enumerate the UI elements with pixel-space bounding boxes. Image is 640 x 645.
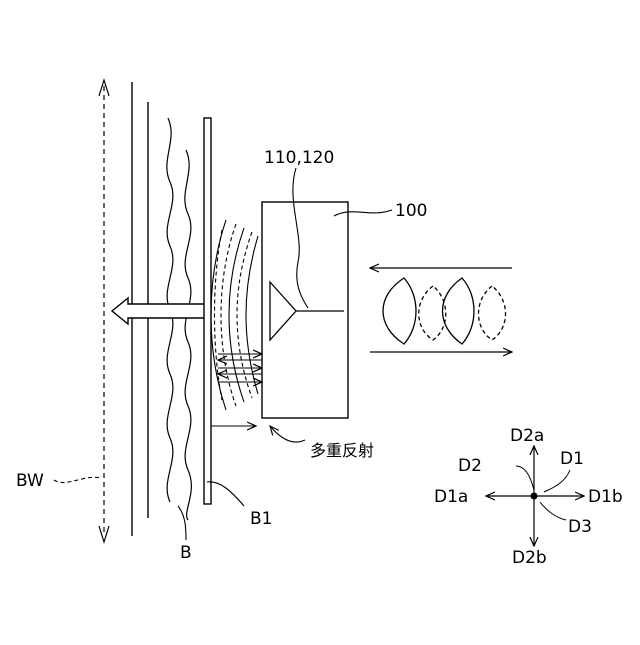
label-device: 100 [395, 201, 427, 221]
axis-label-d1b: D1b [588, 487, 623, 507]
axis-label-d2a: D2a [510, 426, 544, 446]
leader-b1 [207, 482, 244, 506]
plate-b [204, 118, 211, 504]
leader-bw [54, 477, 102, 482]
axis-label-d1a: D1a [434, 487, 468, 507]
axis-label-d1: D1 [560, 449, 584, 469]
axis-label-d2: D2 [458, 456, 482, 476]
label-multi-reflection: 多重反射 [310, 441, 374, 460]
axis-label-d2b: D2b [512, 548, 547, 568]
leader-b [178, 506, 186, 540]
signal-loops [383, 278, 506, 344]
label-b1: B1 [250, 509, 272, 529]
label-bw: BW [16, 471, 44, 491]
bw-dashed-arrow [99, 80, 109, 542]
leader-multi-reflection [270, 426, 305, 442]
label-b: B [180, 543, 192, 563]
block-arrow-left [112, 298, 205, 324]
label-sensor: 110,120 [264, 148, 334, 168]
axis-label-d3: D3 [568, 517, 592, 537]
multi-reflection-arrows [211, 354, 262, 426]
wavy-line-2 [185, 150, 192, 520]
